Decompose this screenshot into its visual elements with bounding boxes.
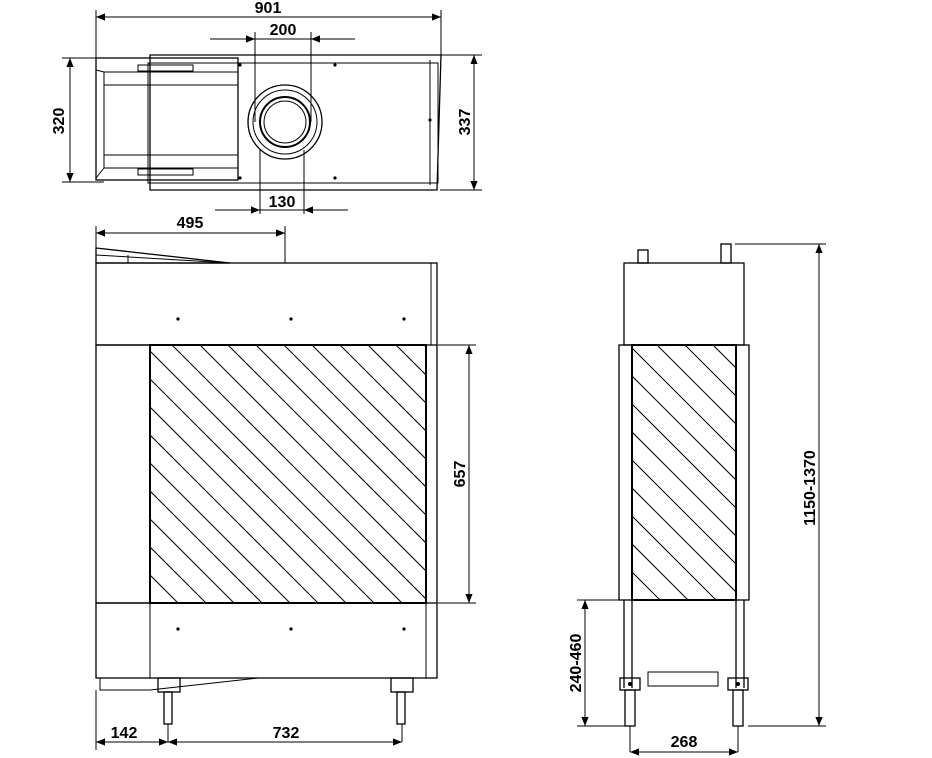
hatch-line (339, 345, 426, 432)
hatch-line (564, 345, 822, 603)
hatch-line (150, 574, 179, 603)
dim-label-flue-offset: 200 (270, 22, 297, 39)
hatch-line (508, 345, 766, 603)
dim-label-glass-height: 657 (452, 461, 469, 488)
hatch-line (632, 459, 736, 565)
dim-label-top-depth-left: 320 (51, 108, 68, 135)
hatch-line (632, 599, 633, 600)
hatch-line (632, 487, 736, 593)
hatch-line (536, 345, 794, 603)
hatch-line (632, 571, 661, 600)
hatch-line (199, 345, 426, 572)
hatch-line (452, 345, 710, 603)
hatch-line (881, 345, 932, 600)
hatch-line (311, 345, 426, 460)
hatch-line (632, 347, 736, 453)
front-glass-hatch (150, 345, 906, 603)
dim-label-canopy-length: 495 (177, 215, 204, 232)
hatch-line (825, 345, 932, 600)
hatch-line (150, 546, 207, 603)
side-view (577, 243, 932, 756)
dim-label-top-width: 901 (255, 0, 282, 17)
hatch-line (632, 431, 736, 537)
dim-label-front-leg-span: 732 (273, 725, 300, 742)
dim-label-flue-diameter: 130 (269, 194, 296, 211)
hatch-line (367, 345, 426, 404)
hatch-line (150, 602, 151, 603)
hatch-line (632, 375, 736, 481)
hatch-line (769, 345, 932, 600)
hatch-line (684, 345, 736, 397)
hatch-line (150, 378, 375, 603)
dim-label-total-height: 1150-1370 (802, 450, 819, 526)
hatch-line (171, 345, 426, 600)
hatch-line (283, 345, 426, 488)
hatch-line (150, 350, 403, 603)
hatch-line (741, 345, 932, 600)
hatch-line (255, 345, 426, 516)
hatch-line (150, 406, 347, 603)
flue-outer-ring (247, 84, 323, 160)
side-glass-hatch (632, 345, 932, 600)
hatch-line (632, 403, 736, 509)
hatch-line (150, 490, 263, 603)
dim-label-leg-height: 240-460 (568, 634, 585, 693)
top-view (62, 10, 482, 214)
hatch-line (480, 345, 738, 603)
hatch-line (150, 518, 235, 603)
dim-label-front-left-offset: 142 (111, 725, 138, 742)
hatch-line (150, 462, 291, 603)
hatch-line (853, 345, 932, 600)
hatch-line (150, 434, 319, 603)
hatch-line (632, 515, 717, 600)
hatch-line (656, 345, 736, 425)
hatch-line (395, 345, 426, 376)
hatch-line (227, 345, 426, 544)
hatch-line (712, 345, 736, 369)
dim-label-top-depth-right: 337 (457, 109, 474, 136)
dim-label-side-leg-span: 268 (671, 734, 698, 751)
hatch-line (648, 345, 906, 603)
hatch-line (632, 543, 689, 600)
hatch-line (909, 345, 932, 600)
front-view (95, 226, 906, 750)
